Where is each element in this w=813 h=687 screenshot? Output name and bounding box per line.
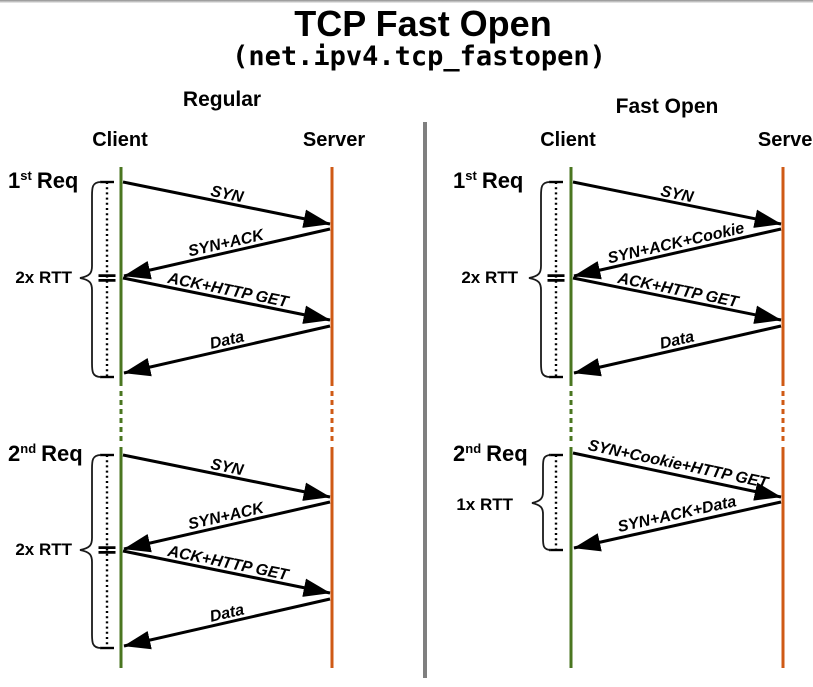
req-word: Req [486,441,528,466]
req-ordinal-suffix: st [20,168,32,183]
sub-title: (net.ipv4.tcp_fastopen) [232,41,606,72]
req-ordinal-suffix: nd [20,441,37,456]
regular-server-label: Server [302,129,366,151]
fastopen-1st-synackcookie-arrow [573,227,782,280]
panel-title-fastopen: Fast Open [615,95,719,118]
fastopen-2nd-rtt-label: 1x RTT [456,495,513,514]
regular-2nd-synack-arrow [123,500,331,553]
regular-1st-req-label: 1st Req [8,168,78,194]
fastopen-client-label: Client [540,129,596,151]
regular-1st-rtt-brace [79,181,102,378]
regular-2nd-rtt-ruler [98,453,116,650]
req-ordinal-suffix: nd [465,441,482,456]
regular-client-label: Client [92,129,148,151]
fastopen-2nd-syncookieget-label: SYN+Cookie+HTTP GET [586,437,770,492]
fastopen-1st-ackget-arrow [572,276,782,324]
req-word: Req [481,168,524,193]
req-number: 2 [453,441,466,466]
main-title: TCP Fast Open [294,3,552,44]
fastopen-1st-syn-arrow [572,180,782,228]
fastopen-2nd-req-label: 2nd Req [453,441,528,467]
fastopen-1st-rtt-label: 2x RTT [461,268,518,287]
regular-2nd-syn-label: SYN [209,456,245,479]
regular-2nd-ackget-arrow [122,549,331,597]
fastopen-1st-rtt-brace [528,181,551,378]
fastopen-2nd-rtt-brace [531,454,552,551]
regular-1st-ackget-arrow [122,276,331,324]
regular-1st-synack-label: SYN+ACK [187,226,267,260]
fastopen-1st-data-label: Data [658,328,696,352]
regular-1st-data-label: Data [208,328,246,352]
regular-2nd-data-arrow [123,597,331,650]
req-number: 2 [8,441,21,466]
regular-2nd-synack-label: SYN+ACK [187,499,267,533]
regular-1st-rtt-label: 2x RTT [15,268,72,287]
regular-2nd-rtt-brace [79,454,102,649]
req-word: Req [36,168,79,193]
regular-1st-data-arrow [123,324,331,377]
window-top-edge [0,0,813,3]
req-word: Req [41,441,83,466]
panel-divider [423,122,427,678]
fastopen-1st-data-arrow [573,324,782,377]
fastopen-1st-req-label: 1st Req [453,168,523,194]
regular-2nd-syn-arrow [122,453,331,501]
regular-1st-synack-arrow [123,227,331,280]
fastopen-2nd-synackdata-arrow [573,500,782,552]
regular-2nd-req-label: 2nd Req [8,441,83,467]
fastopen-2nd-rtt-ruler [549,453,563,552]
req-number: 1 [453,168,466,193]
fastopen-1st-syn-label: SYN [659,183,695,206]
regular-1st-syn-label: SYN [209,183,245,206]
fastopen-server-label: Server [757,129,813,151]
regular-2nd-data-label: Data [208,601,246,625]
req-ordinal-suffix: st [465,168,477,183]
fastopen-1st-rtt-ruler [547,180,565,379]
regular-2nd-rtt-label: 2x RTT [15,540,72,559]
fastopen-1st-synackcookie-label: SYN+ACK+Cookie [606,220,746,268]
req-number: 1 [8,168,21,193]
regular-1st-rtt-ruler [98,180,116,379]
regular-1st-syn-arrow [122,180,331,228]
panel-title-regular: Regular [182,88,262,111]
fastopen-2nd-syncookieget-arrow [572,451,782,501]
